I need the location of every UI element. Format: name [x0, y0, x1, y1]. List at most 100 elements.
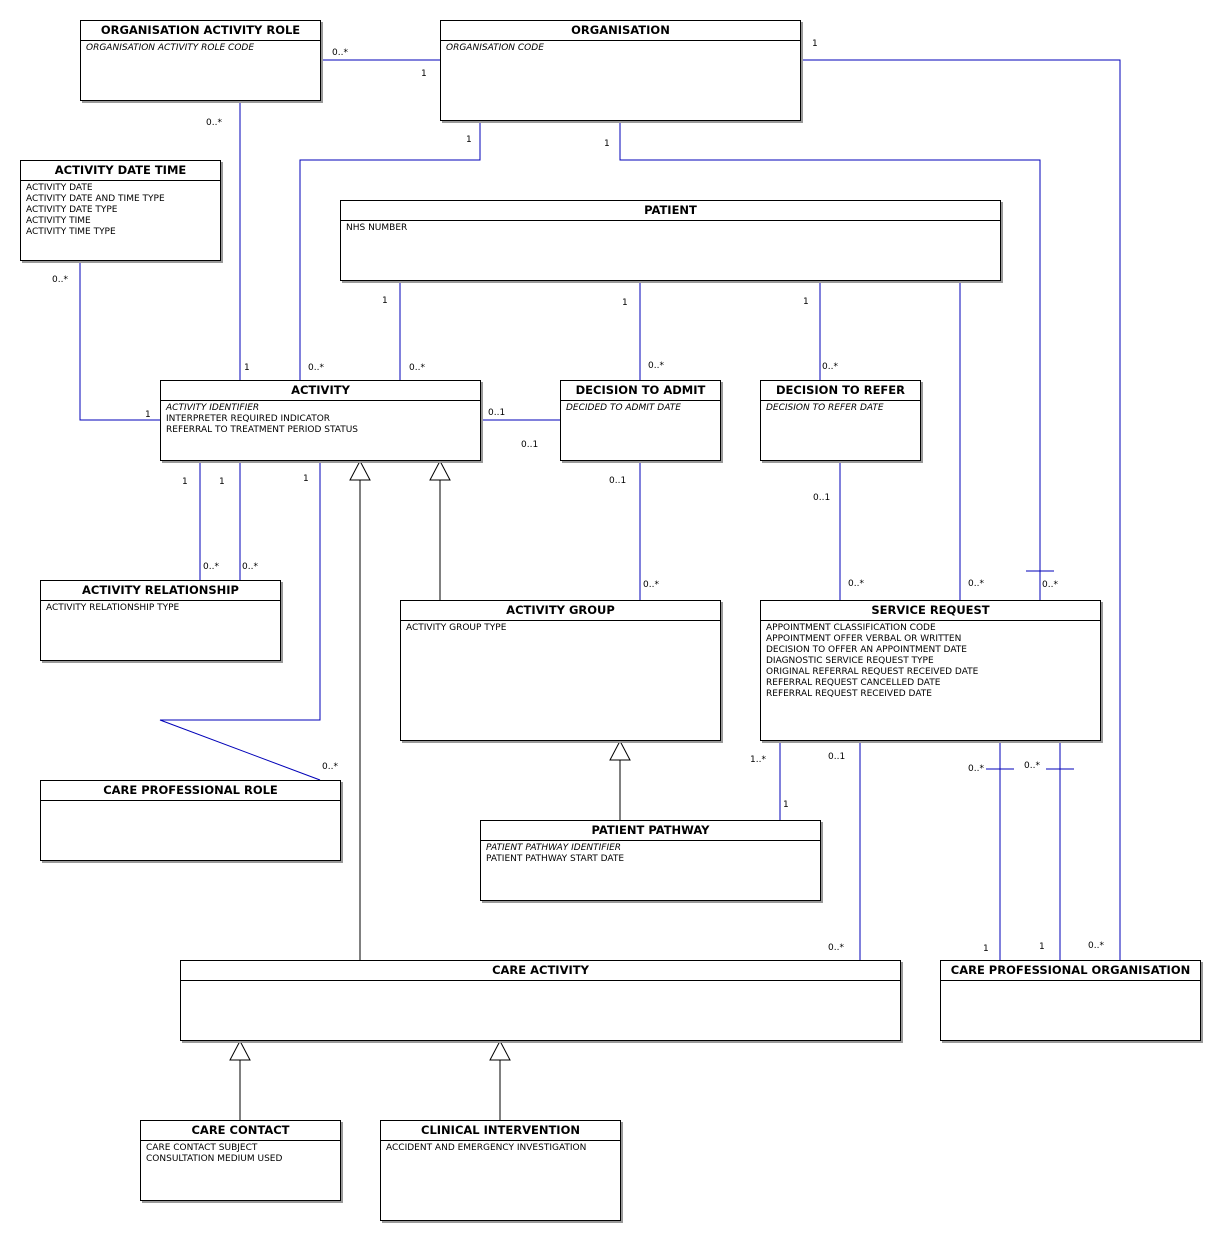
multiplicity-label: 0..* [828, 943, 844, 953]
multiplicity-label: 0..* [848, 579, 864, 589]
entity-patient-pathway[interactable]: PATIENT PATHWAY PATIENT PATHWAY IDENTIFI… [480, 820, 821, 901]
multiplicity-label: 0..* [968, 764, 984, 774]
multiplicity-label: 1 [421, 69, 427, 79]
multiplicity-label: 0..* [242, 562, 258, 572]
attribute: ACTIVITY DATE AND TIME TYPE [26, 194, 165, 204]
key-attribute: ACTIVITY IDENTIFIER [166, 403, 260, 413]
multiplicity-label: 1 [983, 944, 989, 954]
rel-activity-care-professional-role[interactable] [159, 461, 321, 781]
attribute: CARE CONTACT SUBJECT [146, 1143, 258, 1153]
multiplicity-label: 0..* [52, 275, 68, 285]
attribute: INTERPRETER REQUIRED INDICATOR [166, 414, 331, 424]
generalisation-arrow [229, 1039, 251, 1061]
key-attribute: PATIENT PATHWAY IDENTIFIER [486, 843, 622, 853]
key-attribute: ORGANISATION ACTIVITY ROLE CODE [86, 43, 255, 53]
multiplicity-label: 1 [145, 410, 151, 420]
generalisation-arrow [609, 739, 631, 761]
entity-title: PATIENT PATHWAY [481, 821, 820, 841]
attribute: ACTIVITY DATE TYPE [26, 205, 118, 215]
attribute: CONSULTATION MEDIUM USED [146, 1154, 283, 1164]
multiplicity-label: 1 [812, 39, 818, 49]
attribute: ACTIVITY TIME [26, 216, 91, 226]
attribute-list [41, 801, 340, 805]
generalisation-arrow [349, 459, 371, 481]
multiplicity-label: 0..1 [488, 408, 506, 418]
multiplicity-label: 0..* [308, 363, 324, 373]
attribute: REFERRAL REQUEST RECEIVED DATE [766, 689, 932, 699]
entity-care-professional-organisation[interactable]: CARE PROFESSIONAL ORGANISATION [940, 960, 1201, 1041]
attribute: DIAGNOSTIC SERVICE REQUEST TYPE [766, 656, 934, 666]
rel-activity-date-time-activity[interactable] [79, 261, 160, 421]
key-attribute: ORGANISATION CODE [446, 43, 544, 53]
multiplicity-label: 0..* [1024, 761, 1040, 771]
generalisation-arrow [489, 1039, 511, 1061]
attribute: PATIENT PATHWAY START DATE [486, 854, 625, 864]
multiplicity-label: 0..* [206, 118, 222, 128]
attribute-list: ORGANISATION ACTIVITY ROLE CODE [81, 41, 320, 56]
entity-title: ACTIVITY RELATIONSHIP [41, 581, 280, 601]
attribute-list: ACTIVITY GROUP TYPE [401, 621, 720, 636]
entity-organisation-activity-role[interactable]: ORGANISATION ACTIVITY ROLE ORGANISATION … [80, 20, 321, 101]
entity-title: ORGANISATION [441, 21, 800, 41]
entity-title: DECISION TO ADMIT [561, 381, 720, 401]
multiplicity-label: 0..* [822, 362, 838, 372]
attribute-list: DECIDED TO ADMIT DATE [561, 401, 720, 416]
entity-title: CARE PROFESSIONAL ORGANISATION [941, 961, 1200, 981]
entity-title: CLINICAL INTERVENTION [381, 1121, 620, 1141]
entity-title: ACTIVITY GROUP [401, 601, 720, 621]
attribute-list: ACCIDENT AND EMERGENCY INVESTIGATION [381, 1141, 620, 1156]
attribute: ACTIVITY GROUP TYPE [406, 623, 507, 633]
attribute: REFERRAL REQUEST CANCELLED DATE [766, 678, 941, 688]
attribute: DECISION TO OFFER AN APPOINTMENT DATE [766, 645, 967, 655]
entity-title: SERVICE REQUEST [761, 601, 1100, 621]
key-attribute: DECIDED TO ADMIT DATE [566, 403, 681, 413]
rel-organisation-activity[interactable] [299, 121, 481, 380]
entity-title: ACTIVITY DATE TIME [21, 161, 220, 181]
attribute: APPOINTMENT CLASSIFICATION CODE [766, 623, 936, 633]
attribute-list: NHS NUMBER [341, 221, 1000, 236]
attribute: NHS NUMBER [346, 223, 408, 233]
attribute: REFERRAL TO TREATMENT PERIOD STATUS [166, 425, 359, 435]
entity-title: CARE ACTIVITY [181, 961, 900, 981]
attribute: ACCIDENT AND EMERGENCY INVESTIGATION [386, 1143, 587, 1153]
entity-decision-to-refer[interactable]: DECISION TO REFER DECISION TO REFER DATE [760, 380, 921, 461]
entity-title: ACTIVITY [161, 381, 480, 401]
entity-title: ORGANISATION ACTIVITY ROLE [81, 21, 320, 41]
entity-patient[interactable]: PATIENT NHS NUMBER [340, 200, 1001, 281]
multiplicity-label: 1 [803, 297, 809, 307]
entity-service-request[interactable]: SERVICE REQUEST APPOINTMENT CLASSIFICATI… [760, 600, 1101, 741]
multiplicity-label: 1 [783, 800, 789, 810]
multiplicity-label: 0..* [1042, 580, 1058, 590]
multiplicity-label: 0..* [322, 762, 338, 772]
entity-activity-group[interactable]: ACTIVITY GROUP ACTIVITY GROUP TYPE [400, 600, 721, 741]
entity-clinical-intervention[interactable]: CLINICAL INTERVENTION ACCIDENT AND EMERG… [380, 1120, 621, 1221]
multiplicity-label: 1 [466, 135, 472, 145]
multiplicity-label: 1 [622, 298, 628, 308]
entity-care-professional-role[interactable]: CARE PROFESSIONAL ROLE [40, 780, 341, 861]
entity-title: CARE CONTACT [141, 1121, 340, 1141]
rel-organisation-care-professional-organisation[interactable] [801, 59, 1121, 960]
entity-care-activity[interactable]: CARE ACTIVITY [180, 960, 901, 1041]
attribute: ACTIVITY DATE [26, 183, 93, 193]
multiplicity-label: 0..* [643, 580, 659, 590]
multiplicity-label: 0..* [332, 48, 348, 58]
rel-organisation-service-request[interactable] [619, 121, 1041, 600]
entity-organisation[interactable]: ORGANISATION ORGANISATION CODE [440, 20, 801, 121]
attribute: APPOINTMENT OFFER VERBAL OR WRITTEN [766, 634, 962, 644]
entity-title: DECISION TO REFER [761, 381, 920, 401]
entity-decision-to-admit[interactable]: DECISION TO ADMIT DECIDED TO ADMIT DATE [560, 380, 721, 461]
multiplicity-label: 1 [244, 363, 250, 373]
attribute-list: ACTIVITY RELATIONSHIP TYPE [41, 601, 280, 616]
entity-activity-relationship[interactable]: ACTIVITY RELATIONSHIP ACTIVITY RELATIONS… [40, 580, 281, 661]
attribute-list [941, 981, 1200, 985]
multiplicity-label: 0..1 [609, 476, 627, 486]
multiplicity-label: 1 [1039, 942, 1045, 952]
